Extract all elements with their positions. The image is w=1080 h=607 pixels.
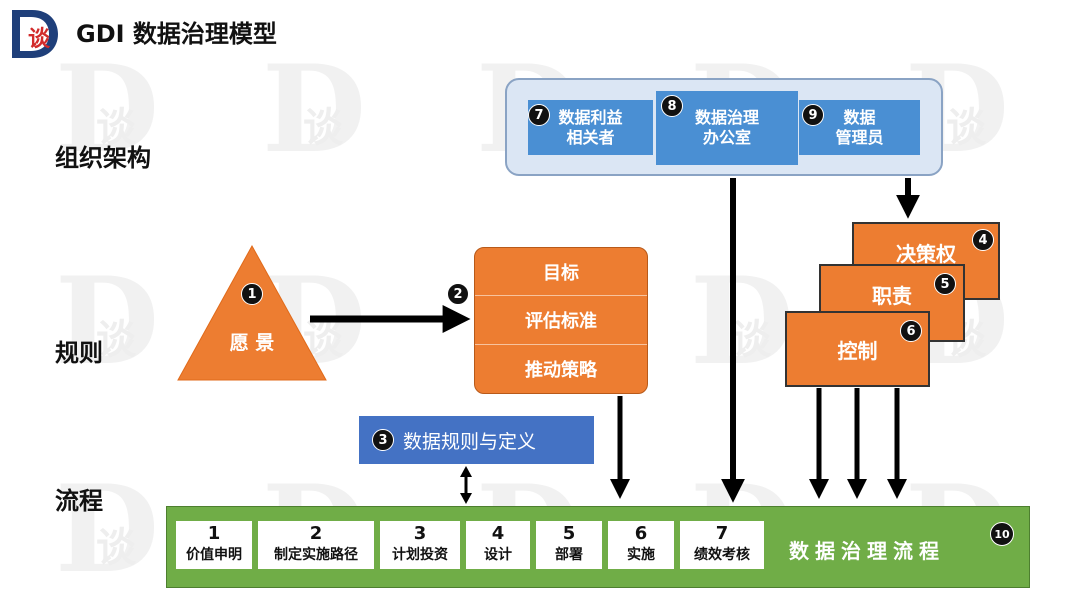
watermark-d: D bbox=[690, 251, 795, 392]
step-label: 部署 bbox=[555, 547, 583, 563]
step-label: 绩效考核 bbox=[694, 547, 750, 563]
goal-row-target[interactable]: 目标 bbox=[475, 248, 647, 297]
org-box-label: 数据利益 相关者 bbox=[558, 107, 623, 147]
process-step[interactable]: 3 计划投资 bbox=[380, 521, 460, 569]
badge-2: 2 bbox=[447, 283, 469, 305]
data-rules-box[interactable]: 数据规则与定义 bbox=[359, 416, 594, 464]
page-title: GDI 数据治理模型 bbox=[76, 20, 277, 48]
step-number: 6 bbox=[634, 523, 648, 544]
watermark-char: 谈 bbox=[303, 105, 343, 151]
data-rules-label: 数据规则与定义 bbox=[403, 430, 537, 453]
watermark-d: D bbox=[55, 251, 160, 392]
step-number: 2 bbox=[309, 523, 323, 544]
step-number: 7 bbox=[715, 523, 729, 544]
badge-8: 8 bbox=[661, 95, 683, 117]
step-label: 价值申明 bbox=[186, 547, 242, 563]
accountability-label: 职责 bbox=[872, 284, 912, 308]
process-step[interactable]: 6 实施 bbox=[608, 521, 674, 569]
watermark-char: 谈 bbox=[96, 525, 136, 571]
badge-9: 9 bbox=[802, 104, 824, 126]
watermark-char: 谈 bbox=[946, 105, 986, 151]
step-label: 实施 bbox=[627, 547, 655, 563]
process-bar: 1 价值申明 2 制定实施路径 3 计划投资 4 设计 5 部署 6 实施 7 … bbox=[166, 506, 1030, 588]
process-step[interactable]: 4 设计 bbox=[466, 521, 530, 569]
goals-stack: 目标 评估标准 推动策略 bbox=[474, 247, 648, 394]
watermark-char: 谈 bbox=[731, 317, 771, 363]
process-step[interactable]: 2 制定实施路径 bbox=[258, 521, 374, 569]
badge-6: 6 bbox=[900, 320, 922, 342]
step-label: 计划投资 bbox=[392, 547, 448, 563]
arrow-rules-up-head bbox=[460, 466, 472, 477]
arrow-rules-down-head bbox=[460, 493, 472, 504]
step-label: 设计 bbox=[484, 547, 512, 563]
badge-1: 1 bbox=[241, 283, 263, 305]
goal-row-criteria[interactable]: 评估标准 bbox=[475, 296, 647, 345]
watermark-char: 谈 bbox=[96, 317, 136, 363]
section-label-org: 组织架构 bbox=[55, 144, 151, 172]
logo-d-icon: 谈 bbox=[12, 10, 58, 58]
step-label: 制定实施路径 bbox=[274, 547, 358, 563]
step-number: 5 bbox=[562, 523, 576, 544]
step-number: 1 bbox=[207, 523, 221, 544]
brand-logo: 谈 bbox=[8, 6, 60, 60]
badge-4: 4 bbox=[972, 229, 994, 251]
controls-label: 控制 bbox=[837, 338, 878, 363]
vision-label[interactable]: 愿 景 bbox=[229, 332, 275, 354]
process-title: 数据治理流程 bbox=[789, 539, 945, 563]
badge-7: 7 bbox=[528, 104, 550, 126]
process-step[interactable]: 7 绩效考核 bbox=[680, 521, 764, 569]
watermark-d: D bbox=[55, 459, 160, 600]
goal-row-strategy[interactable]: 推动策略 bbox=[525, 359, 597, 381]
process-step[interactable]: 1 价值申明 bbox=[176, 521, 252, 569]
section-label-process: 流程 bbox=[55, 487, 103, 515]
step-number: 4 bbox=[491, 523, 505, 544]
watermark-d: D bbox=[55, 39, 160, 180]
org-box-label: 数据 管理员 bbox=[835, 107, 884, 147]
org-box-label: 数据治理 办公室 bbox=[694, 108, 759, 147]
watermark-char: 谈 bbox=[96, 105, 136, 151]
watermark-d: D bbox=[262, 39, 367, 180]
badge-10: 10 bbox=[990, 522, 1014, 546]
badge-3: 3 bbox=[372, 429, 394, 451]
svg-text:谈: 谈 bbox=[28, 27, 51, 52]
section-label-rules: 规则 bbox=[55, 339, 103, 367]
process-step[interactable]: 5 部署 bbox=[536, 521, 602, 569]
badge-5: 5 bbox=[934, 273, 956, 295]
decision-rights-label: 决策权 bbox=[896, 242, 956, 266]
step-number: 3 bbox=[413, 523, 427, 544]
